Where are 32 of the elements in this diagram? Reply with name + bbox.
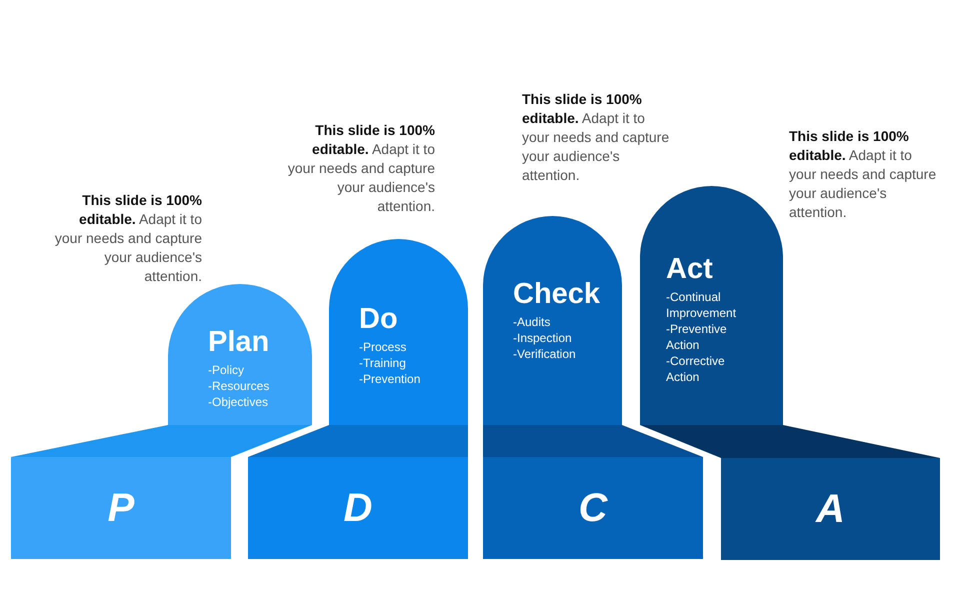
stage-letter: A <box>816 486 845 532</box>
letter-block <box>721 458 940 560</box>
list-item: -Corrective Action <box>666 353 726 385</box>
arch-panel <box>168 284 312 425</box>
list-item: -Preventive Action <box>666 321 728 353</box>
list-item: -Verification <box>513 346 577 362</box>
stage-title: Do <box>359 303 398 335</box>
description-text: This slide is 100% editable. Adapt it to your needs and capture your audience's attention. <box>286 121 435 216</box>
arch-panel <box>329 239 468 425</box>
list-item: -Inspection <box>513 330 573 346</box>
stage-title: Plan <box>208 326 270 358</box>
list-item: -Continual Improvement <box>666 289 738 321</box>
stage-letter: C <box>578 486 608 530</box>
letter-block <box>248 457 468 559</box>
description-text: This slide is 100% editable. Adapt it to your needs and capture your audience's attention. <box>789 127 938 222</box>
arch-panel <box>640 186 783 425</box>
list-item: -Prevention <box>359 371 422 387</box>
letter-block <box>483 457 703 559</box>
stage-letter: P <box>108 486 134 530</box>
list-item: -Resources <box>208 378 270 394</box>
stage-letter: D <box>344 486 372 530</box>
list-item: -Audits <box>513 314 552 330</box>
stage-title: Check <box>513 278 600 310</box>
list-item: -Objectives <box>208 394 270 410</box>
description-text: This slide is 100% editable. Adapt it to your needs and capture your audience's attention. <box>54 191 202 286</box>
list-item: -Process <box>359 339 408 355</box>
list-item: -Policy <box>208 362 246 378</box>
arch-panel <box>483 216 622 425</box>
list-item: -Training <box>359 355 407 371</box>
letter-block <box>11 457 231 559</box>
description-text: This slide is 100% editable. Adapt it to your needs and capture your audience's attention. <box>522 90 670 185</box>
stage-title: Act <box>666 253 713 285</box>
